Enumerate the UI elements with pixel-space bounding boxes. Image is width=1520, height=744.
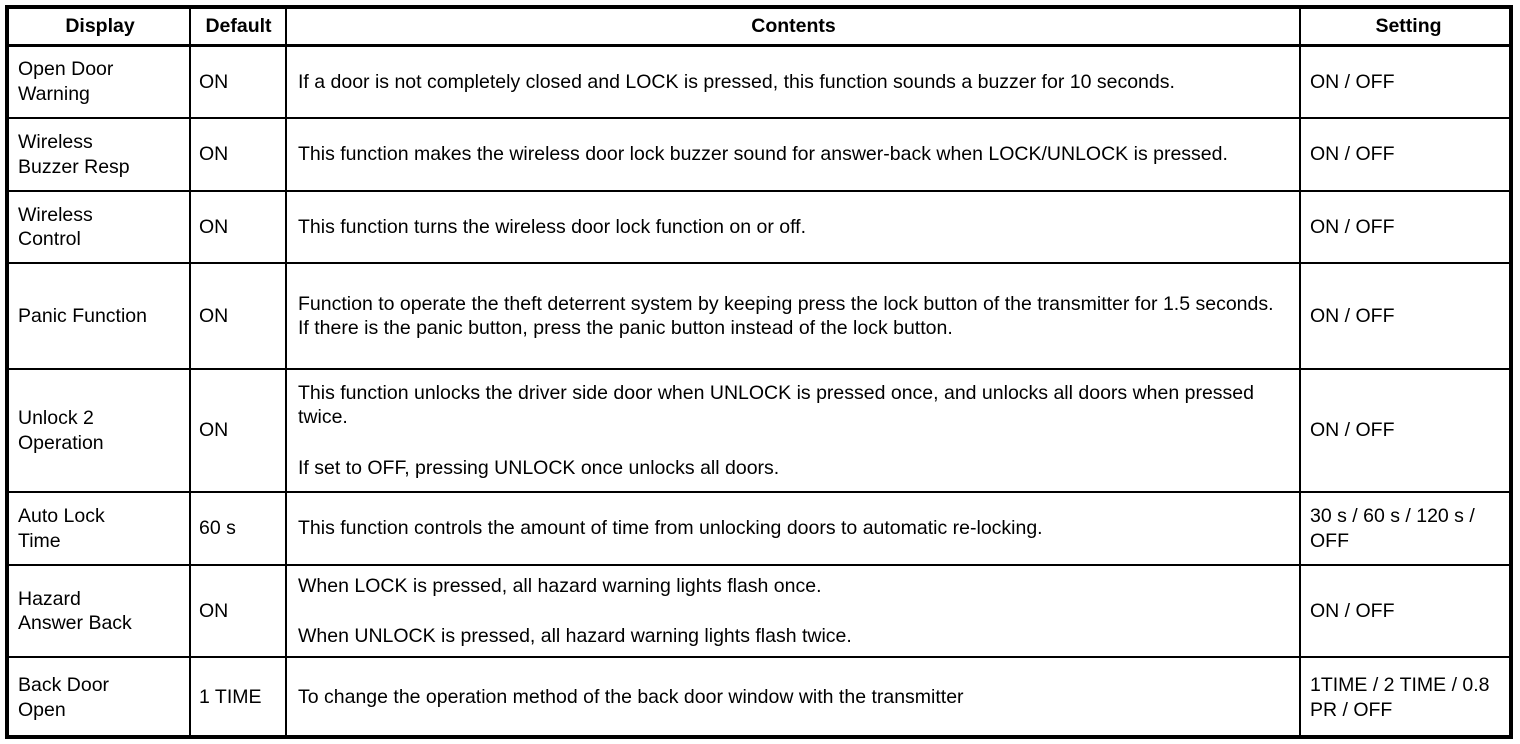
cell-contents: This function turns the wireless door lo…: [285, 190, 1301, 265]
cell-setting-options: 30 s / 60 s / 120 s / OFF: [1299, 491, 1513, 567]
setting-options-text: ON / OFF: [1310, 304, 1395, 327]
display-name-text: Unlock 2 Operation: [18, 407, 104, 454]
cell-display: Wireless Buzzer Resp: [9, 117, 191, 193]
cell-default-value: 60 s: [189, 491, 287, 567]
spec-table-container: Display Default Contents Setting Open Do…: [5, 5, 1513, 739]
cell-contents: To change the operation method of the ba…: [285, 656, 1301, 738]
cell-setting-options: ON / OFF: [1299, 262, 1513, 371]
table-header: Display Default Contents Setting: [9, 9, 1513, 47]
table-row: Wireless Buzzer Resp ON This function make…: [9, 117, 1513, 193]
setting-options-text: ON / OFF: [1310, 215, 1395, 238]
settings-spec-table: Display Default Contents Setting Open Do…: [9, 9, 1513, 738]
cell-default-value: ON: [189, 368, 287, 494]
default-value-text: ON: [199, 143, 229, 166]
contents-body: This function makes the wireless door lo…: [287, 137, 1299, 172]
column-header-setting: Setting: [1299, 9, 1513, 47]
cell-default-value: ON: [189, 564, 287, 659]
cell-display: Unlock 2 Operation: [9, 368, 191, 494]
display-name-text: Auto Lock Time: [18, 505, 105, 552]
display-name-text: Wireless Control: [18, 203, 93, 251]
table-row: Wireless Control ON This function turns th…: [9, 190, 1513, 265]
display-name-text: Open Door Warning: [18, 58, 114, 106]
contents-body: This function turns the wireless door lo…: [287, 210, 1299, 245]
column-header-display: Display: [9, 9, 191, 47]
column-header-setting-label: Setting: [1375, 15, 1442, 37]
setting-options-text: ON / OFF: [1310, 70, 1395, 93]
cell-display: Back Door Open: [9, 656, 191, 738]
default-value-text: ON: [199, 599, 229, 622]
cell-contents: If a door is not completely closed and L…: [285, 44, 1301, 120]
display-name-text: Back Door Open: [18, 674, 110, 721]
display-name-text: Hazard Answer Back: [18, 587, 132, 635]
table-row: Unlock 2 Operation ON This function unlock…: [9, 368, 1513, 494]
contents-body: This function unlocks the driver side do…: [287, 376, 1299, 487]
column-header-default-label: Default: [205, 15, 272, 37]
table-row: Panic Function ON Function to operate the …: [9, 262, 1513, 371]
default-value-text: ON: [199, 215, 229, 238]
default-value-text: ON: [199, 70, 229, 93]
contents-paragraph: This function makes the wireless door lo…: [298, 143, 1228, 166]
cell-display: Panic Function: [9, 262, 191, 371]
display-name-text: Wireless Buzzer Resp: [18, 131, 130, 178]
default-value-text: ON: [199, 419, 229, 442]
cell-display: Open Door Warning: [9, 44, 191, 120]
cell-setting-options: ON / OFF: [1299, 44, 1513, 120]
cell-setting-options: ON / OFF: [1299, 190, 1513, 265]
cell-default-value: ON: [189, 190, 287, 265]
column-header-display-label: Display: [65, 15, 135, 37]
contents-paragraph: If set to OFF, pressing UNLOCK once unlo…: [298, 457, 780, 480]
contents-paragraph: This function controls the amount of tim…: [298, 517, 1043, 540]
cell-display: Wireless Control: [9, 190, 191, 265]
setting-options-text: ON / OFF: [1310, 419, 1395, 442]
contents-body: This function controls the amount of tim…: [287, 511, 1299, 546]
cell-contents: Function to operate the theft deterrent …: [285, 262, 1301, 371]
header-row: Display Default Contents Setting: [9, 9, 1513, 47]
cell-default-value: ON: [189, 262, 287, 371]
cell-setting-options: 1TIME / 2 TIME / 0.8 PR / OFF: [1299, 656, 1513, 738]
table-row: Hazard Answer Back ON When LOCK is pressed…: [9, 564, 1513, 659]
cell-setting-options: ON / OFF: [1299, 368, 1513, 494]
cell-default-value: 1 TIME: [189, 656, 287, 738]
column-header-contents-label: Contents: [751, 15, 836, 37]
contents-paragraph: When LOCK is pressed, all hazard warning…: [298, 574, 822, 597]
contents-paragraph: Function to operate the theft deterrent …: [298, 292, 1274, 340]
cell-setting-options: ON / OFF: [1299, 564, 1513, 659]
cell-contents: This function controls the amount of tim…: [285, 491, 1301, 567]
contents-body: Function to operate the theft deterrent …: [287, 287, 1299, 347]
contents-paragraph: If a door is not completely closed and L…: [298, 70, 1175, 93]
contents-paragraph: When UNLOCK is pressed, all hazard warni…: [298, 625, 852, 648]
setting-options-text: 30 s / 60 s / 120 s / OFF: [1310, 505, 1475, 552]
setting-options-text: ON / OFF: [1310, 599, 1395, 622]
cell-contents: This function unlocks the driver side do…: [285, 368, 1301, 494]
contents-paragraph: This function turns the wireless door lo…: [298, 215, 806, 238]
cell-contents: When LOCK is pressed, all hazard warning…: [285, 564, 1301, 659]
contents-paragraph: To change the operation method of the ba…: [298, 686, 964, 709]
table-row: Back Door Open 1 TIME To change the operat…: [9, 656, 1513, 738]
cell-display: Hazard Answer Back: [9, 564, 191, 659]
default-value-text: 60 s: [199, 517, 236, 540]
setting-options-text: 1TIME / 2 TIME / 0.8 PR / OFF: [1310, 674, 1490, 721]
column-header-contents: Contents: [285, 9, 1301, 47]
cell-setting-options: ON / OFF: [1299, 117, 1513, 193]
default-value-text: 1 TIME: [199, 686, 262, 709]
column-header-default: Default: [189, 9, 287, 47]
setting-options-text: ON / OFF: [1310, 143, 1395, 166]
contents-body: If a door is not completely closed and L…: [287, 65, 1299, 100]
contents-body: When LOCK is pressed, all hazard warning…: [287, 569, 1299, 655]
table-row: Open Door Warning ON If a door is not comp…: [9, 44, 1513, 120]
cell-default-value: ON: [189, 117, 287, 193]
cell-default-value: ON: [189, 44, 287, 120]
contents-body: To change the operation method of the ba…: [287, 680, 1299, 715]
display-name-text: Panic Function: [18, 304, 147, 327]
default-value-text: ON: [199, 304, 229, 327]
table-row: Auto Lock Time 60 s This function controls…: [9, 491, 1513, 567]
contents-paragraph: This function unlocks the driver side do…: [298, 381, 1254, 429]
cell-display: Auto Lock Time: [9, 491, 191, 567]
cell-contents: This function makes the wireless door lo…: [285, 117, 1301, 193]
